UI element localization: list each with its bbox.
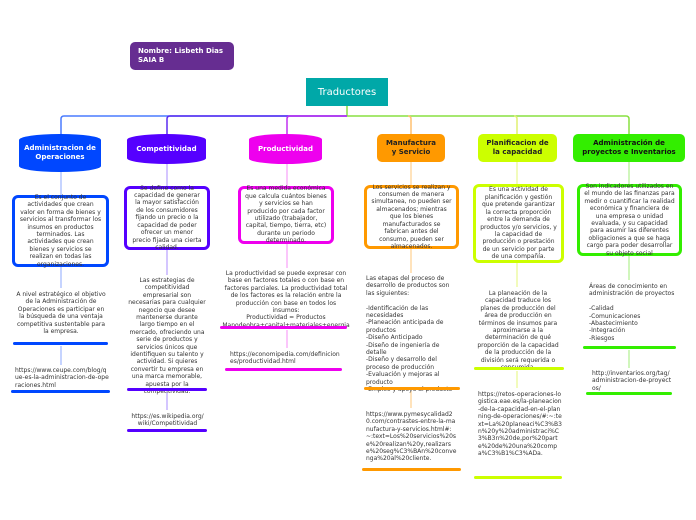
definition-node[interactable]: Los servicios se realizan y consumen de …	[364, 184, 459, 250]
author-name: Nombre: Lisbeth Dias	[138, 47, 224, 55]
reference-link[interactable]: https://es.wikipedia.org/wiki/Competitiv…	[131, 413, 204, 428]
branch-planificacion-capacidad[interactable]: Planificacion de la capacidad	[478, 134, 557, 162]
detail-node[interactable]: Las estrategias de competitividad empres…	[128, 277, 206, 396]
node-underline	[13, 342, 108, 345]
node-underline	[474, 476, 562, 479]
branch-admin-operaciones[interactable]: Administracion de Operaciones	[19, 134, 101, 172]
detail-node[interactable]: La productividad se puede expresar con b…	[222, 270, 349, 329]
definition-node[interactable]: Son indicadores utilizados en el mundo d…	[577, 183, 682, 257]
definition-node[interactable]: Es una medida económica que calcula cuán…	[238, 185, 334, 244]
node-underline	[127, 429, 207, 432]
node-underline	[474, 367, 564, 370]
author-section: SAIA B	[138, 56, 165, 64]
reference-link[interactable]: https://www.ceupe.com/blog/que-es-la-adm…	[15, 367, 109, 389]
definition-node[interactable]: Se define como la capacidad de generar l…	[124, 185, 210, 251]
node-underline	[127, 388, 207, 391]
definition-node[interactable]: Es el conjunto de actividades que crean …	[12, 194, 109, 268]
node-underline	[11, 390, 110, 393]
node-underline	[364, 387, 460, 390]
detail-node[interactable]: A nivel estratégico el objetivo de la Ad…	[16, 291, 106, 336]
node-underline	[586, 392, 672, 395]
node-underline	[220, 326, 347, 329]
definition-node[interactable]: Es una actividad de planificación y gest…	[473, 184, 564, 263]
reference-link[interactable]: https://retos-operaciones-logistica.eae.…	[478, 391, 562, 458]
node-underline	[583, 346, 676, 349]
branch-admin-proyectos[interactable]: Administración de proyectos e Inventario…	[573, 134, 685, 162]
branch-manufactura-servicio[interactable]: Manufactura y Servicio	[377, 134, 445, 162]
node-underline	[362, 468, 461, 471]
detail-node[interactable]: La planeación de la capacidad traduce lo…	[477, 290, 559, 371]
detail-node[interactable]: Las etapas del proceso de desarrollo de …	[366, 275, 452, 393]
reference-link[interactable]: https://economipedia.com/definiciones/pr…	[230, 351, 340, 366]
node-underline	[225, 368, 342, 371]
branch-productividad[interactable]: Productividad	[249, 134, 322, 164]
reference-link[interactable]: https://www.pymesycalidad20.com/contrast…	[366, 411, 457, 463]
author-node[interactable]: Nombre: Lisbeth Dias SAIA B	[130, 42, 234, 70]
reference-link[interactable]: http://inventarios.org/tag/administracio…	[592, 370, 672, 392]
branch-competitividad[interactable]: Competitividad	[127, 134, 206, 164]
root-node[interactable]: Traductores	[306, 78, 388, 106]
detail-node[interactable]: Áreas de conocimiento en administración …	[589, 283, 675, 342]
